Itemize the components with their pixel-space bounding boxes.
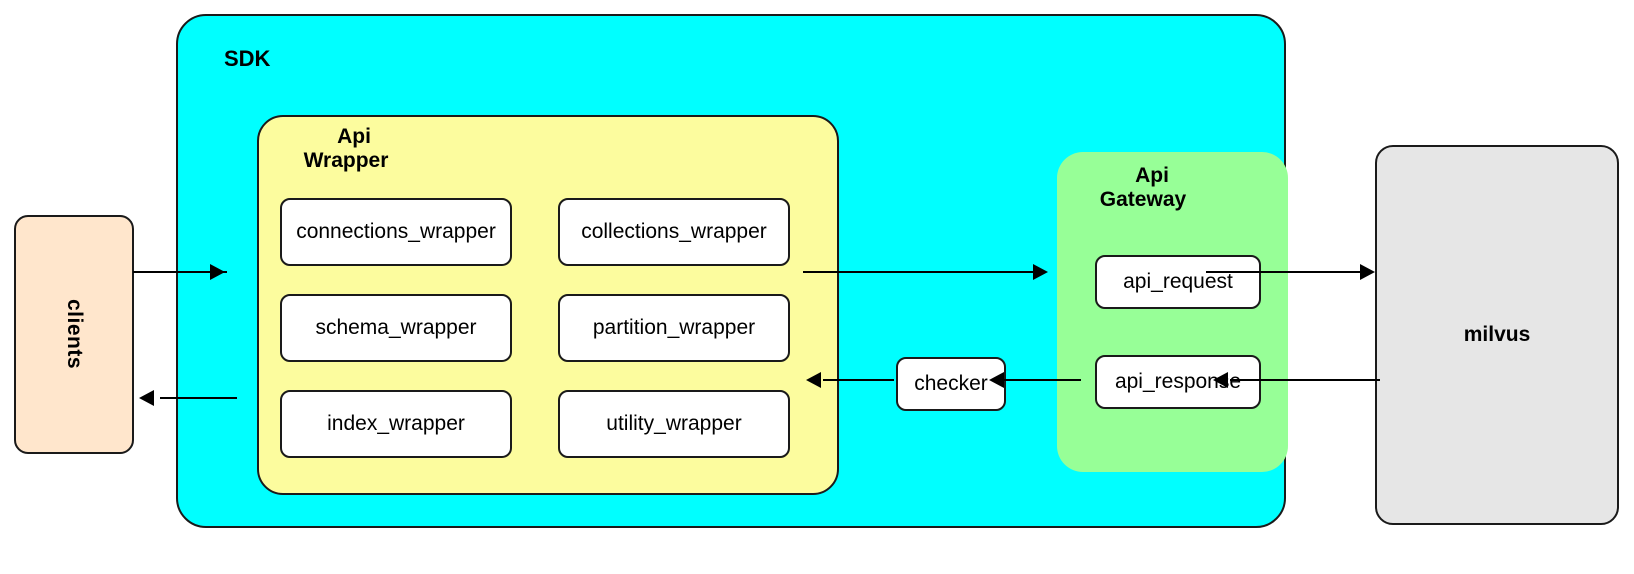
arrow-sdk-to-clients xyxy=(160,397,237,399)
sdk-label: SDK xyxy=(224,46,271,71)
module-connections-wrapper[interactable]: connections_wrapper xyxy=(280,198,512,266)
sdk-container[interactable]: SDK Api Wrapper connections_wrapper coll… xyxy=(176,14,1288,528)
arrow-response-to-checker-head xyxy=(989,372,1004,388)
arrow-wrapper-to-gateway-head xyxy=(1033,264,1048,280)
arrow-request-to-milvus xyxy=(1206,271,1372,273)
api-gateway-label-line2: Gateway xyxy=(1099,188,1187,212)
arrow-wrapper-to-gateway xyxy=(803,271,1038,273)
module-api-request[interactable]: api_request xyxy=(1095,255,1261,309)
arrow-clients-to-sdk xyxy=(133,271,227,273)
api-wrapper-label: Api Wrapper xyxy=(289,125,419,173)
api-gateway-label-line1: Api xyxy=(1135,164,1169,187)
module-utility-wrapper[interactable]: utility_wrapper xyxy=(558,390,790,458)
module-schema-wrapper[interactable]: schema_wrapper xyxy=(280,294,512,362)
api-wrapper-label-line1: Api xyxy=(337,125,371,148)
clients-node[interactable]: clients xyxy=(14,215,134,454)
arrow-request-to-milvus-head xyxy=(1360,264,1375,280)
module-index-wrapper[interactable]: index_wrapper xyxy=(280,390,512,458)
module-collections-wrapper[interactable]: collections_wrapper xyxy=(558,198,790,266)
module-partition-wrapper[interactable]: partition_wrapper xyxy=(558,294,790,362)
arrow-clients-to-sdk-head xyxy=(210,264,225,280)
arrow-milvus-to-response-head xyxy=(1213,372,1228,388)
module-api-response[interactable]: api_response xyxy=(1095,355,1261,409)
arrow-checker-to-wrapper xyxy=(823,379,894,381)
arrow-milvus-to-response xyxy=(1230,379,1302,381)
api-wrapper-label-line2: Wrapper xyxy=(303,149,389,173)
api-gateway-label: Api Gateway xyxy=(1092,164,1212,212)
milvus-node[interactable]: milvus xyxy=(1375,145,1619,525)
arrow-checker-to-wrapper-head xyxy=(806,372,821,388)
arrow-sdk-to-clients-head xyxy=(139,390,154,406)
arrow-response-to-checker xyxy=(1004,379,1081,381)
api-gateway-container[interactable]: Api Gateway api_request api_response xyxy=(1057,152,1288,472)
api-wrapper-container[interactable]: Api Wrapper connections_wrapper collecti… xyxy=(257,115,839,495)
line-milvus-response-tail xyxy=(1295,379,1380,381)
checker-node[interactable]: checker xyxy=(896,357,1006,411)
clients-label: clients xyxy=(63,299,86,370)
